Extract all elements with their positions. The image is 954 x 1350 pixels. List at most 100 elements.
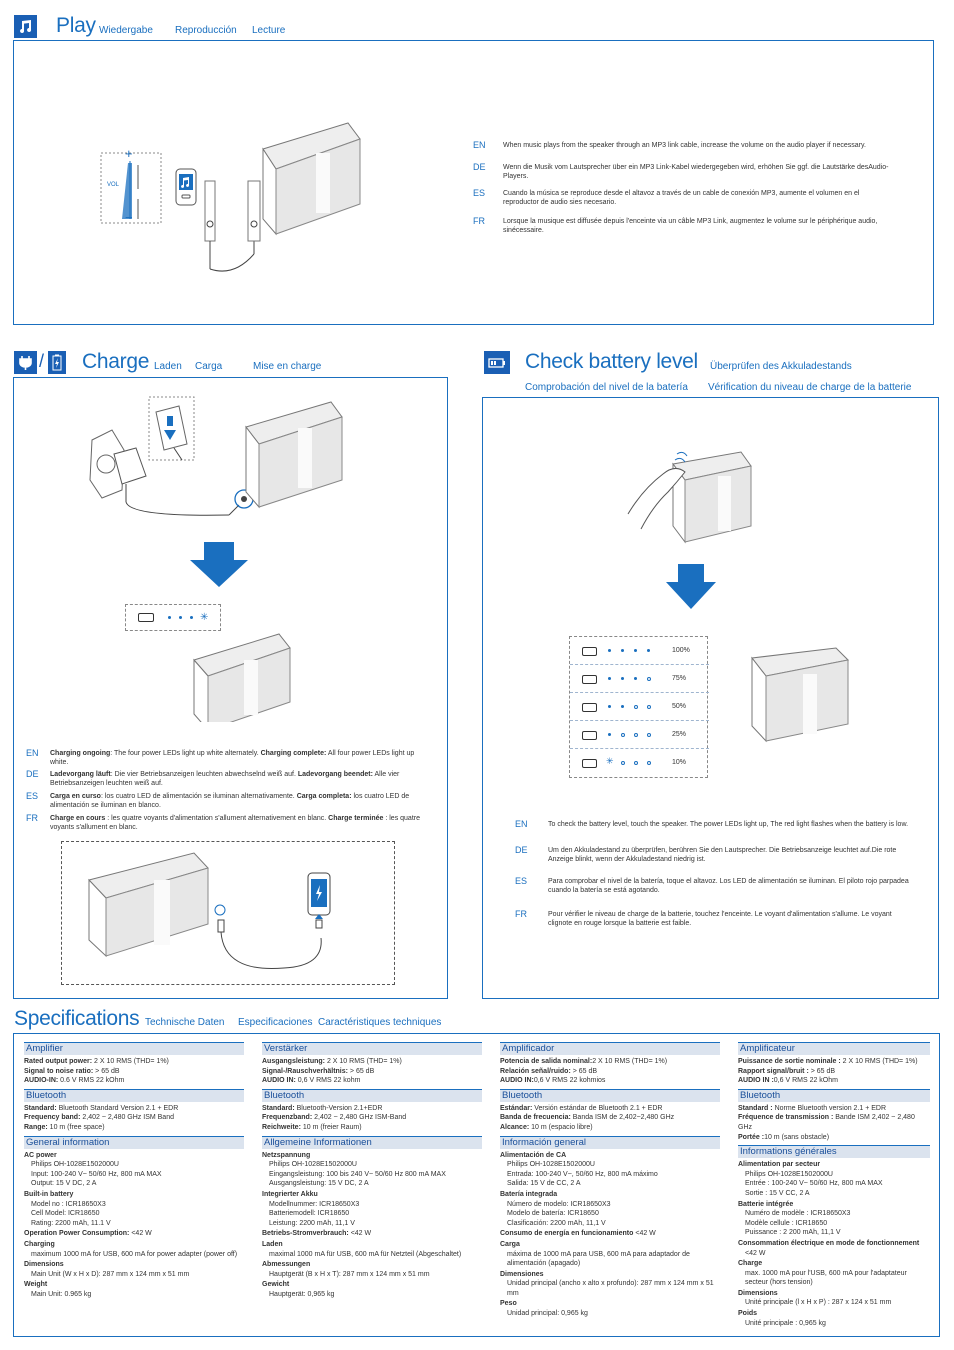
spec-item: Potencia de salida nominal:2 X 10 RMS (T… — [500, 1057, 720, 1067]
spec-value: Input: 100-240 V~ 50/60 Hz, 800 mA MAX — [31, 1170, 162, 1178]
spec-value: Batteriemodell: ICR18650 — [269, 1210, 350, 1218]
led-dot — [168, 616, 171, 619]
play-sub-fr: Lecture — [252, 25, 286, 36]
spec-value: 10 m (freier Raum) — [300, 1123, 362, 1131]
charge-sub-fr: Mise en charge — [253, 361, 322, 372]
spec-section-heading: Amplificateur — [738, 1042, 930, 1055]
charge-title: Charge — [82, 350, 150, 373]
spec-value: 10 m (sans obstacle) — [764, 1133, 830, 1141]
lang-code: FR — [515, 909, 527, 919]
spec-value: > 65 dB — [93, 1067, 120, 1075]
spec-value: Numéro de modèle : ICR18650X3 — [745, 1210, 851, 1218]
spec-section-heading: General information — [24, 1135, 244, 1149]
spec-value: 0,6 V RMS 22 kohmios — [533, 1077, 606, 1085]
spec-value: Main Unit: 0.965 kg — [31, 1290, 92, 1298]
bold-label: Ladevorgang beendet: — [297, 771, 373, 778]
spec-label: Relación señal/ruido: — [500, 1067, 571, 1075]
battery-sub-de: Überprüfen des Akkuladestands — [710, 361, 852, 372]
charge-sub-de: Laden — [154, 361, 182, 372]
battery-outline-icon — [582, 675, 597, 684]
led-dot — [647, 649, 650, 652]
lang-code: DE — [473, 162, 486, 172]
spec-label: Batterie intégrée — [738, 1200, 794, 1208]
instruction-text: When music plays from the speaker throug… — [503, 142, 866, 149]
battery-sub-es: Comprobación del nivel de la batería — [525, 382, 688, 393]
spec-value: Philips OH-1028E1502000U — [745, 1170, 833, 1178]
instruction-text: Cuando la música se reproduce desde el a… — [503, 190, 860, 206]
instruction-text: Carga en curso: los cuatro LED de alimen… — [50, 792, 420, 810]
play-title: Play — [56, 14, 96, 37]
spec-value: max. 1000 mA pour l'USB, 600 mA pour l'a… — [745, 1269, 907, 1287]
spec-item: Rated output power: 2 X 10 RMS (THD= 1%) — [24, 1057, 244, 1067]
battery-level-percent: 10% — [672, 759, 687, 766]
spec-section-heading: Bluetooth — [262, 1088, 482, 1102]
lang-code: ES — [26, 791, 39, 801]
battery-level-row: 100% — [570, 639, 709, 665]
spec-item: Fréquence de transmission : Bande ISM 2,… — [738, 1113, 930, 1132]
battery-level-table: 100%75%50%25%✳10% — [569, 636, 709, 778]
spec-value: Unité principale (l x H x P) : 287 x 124… — [745, 1299, 892, 1307]
slash-divider: / — [39, 351, 45, 371]
lang-code: EN — [473, 140, 486, 150]
spec-label: Reichweite: — [262, 1123, 301, 1131]
spec-value: Ausgangsleistung: 15 V DC, 2 A — [269, 1180, 369, 1188]
led-dot — [608, 705, 611, 708]
spec-value: 2 X 10 RMS (THD= 1%) — [325, 1058, 402, 1065]
spec-value: 0,6 V RMS 22 kohm — [295, 1077, 361, 1085]
led-dot — [608, 649, 611, 652]
spec-value: Model no : ICR18650X3 — [31, 1200, 106, 1208]
spec-section-heading: Amplificador — [500, 1042, 720, 1055]
led-flash-icon: ✳ — [200, 612, 209, 623]
battery-level-row: 25% — [570, 723, 709, 749]
spec-label: Frequenzband: — [262, 1114, 313, 1122]
spec-label: Alcance: — [500, 1123, 530, 1131]
spec-item: Operation Power Consumption: <42 W — [24, 1229, 244, 1239]
plug-icon — [14, 351, 37, 374]
battery-speaker-illustration — [751, 647, 850, 743]
spec-value: Eingangsleistung: 100 bis 240 V~ 50/60 H… — [269, 1170, 446, 1178]
led-dot — [634, 705, 638, 709]
spec-item: Frequenzband: 2,402 ~ 2,480 GHz ISM-Band — [262, 1113, 482, 1123]
spec-label: Rapport signal/bruit : — [738, 1067, 809, 1075]
led-dot — [634, 761, 638, 765]
spec-value: Norme Bluetooth version 2.1 + EDR — [772, 1104, 887, 1112]
lang-code: ES — [473, 188, 486, 198]
spec-item: Rapport signal/bruit : > 65 dB — [738, 1067, 930, 1077]
led-dot — [634, 733, 638, 737]
spec-value: 2 X 10 RMS (THD= 1%) — [592, 1058, 668, 1065]
spec-section-heading: Bluetooth — [500, 1088, 720, 1102]
spec-label: Consumo de energía en funcionamiento — [500, 1230, 634, 1238]
spec-item: Consumo de energía en funcionamiento <42… — [500, 1229, 720, 1239]
spec-item: AUDIO IN :0,6 V RMS 22 kOhm — [738, 1076, 930, 1086]
led-dot — [190, 616, 193, 619]
battery-outline-icon — [582, 731, 597, 740]
instruction-text: Charge en cours : les quatre voyants d'a… — [50, 814, 420, 832]
spec-value: Entrée : 100-240 V~ 50/60 Hz, 800 mA MAX — [745, 1180, 883, 1188]
battery-level-percent: 100% — [672, 647, 690, 654]
spec-label: Range: — [24, 1123, 48, 1131]
spec-item: Banda de frecuencia: Banda ISM de 2,402~… — [500, 1113, 720, 1123]
led-dot — [647, 705, 651, 709]
lang-code: DE — [515, 845, 528, 855]
spec-section-heading: Verstärker — [262, 1042, 482, 1055]
charge-sub-es: Carga — [195, 361, 223, 372]
spec-label: AUDIO IN : — [738, 1077, 774, 1085]
spec-value: 2,402 ~ 2,480 GHz ISM-Band — [312, 1114, 407, 1122]
spec-section-heading: Información general — [500, 1135, 720, 1149]
text: los cuatro LED de alimentación se ilumin… — [50, 793, 410, 809]
specs-sub-de: Technische Daten — [145, 1017, 225, 1028]
spec-section-heading: Amplifier — [24, 1042, 244, 1055]
spec-value: Cell Model: ICR18650 — [31, 1210, 100, 1218]
spec-value: Output: 15 V DC, 2 A — [31, 1180, 97, 1188]
led-dot — [647, 677, 651, 681]
spec-item: Puissance de sortie nominale : 2 X 10 RM… — [738, 1057, 930, 1067]
lang-code: FR — [26, 813, 38, 823]
bold-label: Carga en curso — [50, 793, 101, 800]
battery-level-percent: 25% — [672, 731, 687, 738]
vol-minus-icon: − — [125, 210, 133, 225]
spec-label: Rated output power: — [24, 1058, 93, 1065]
spec-label: Banda de frecuencia: — [500, 1114, 571, 1122]
spec-value: Bluetooth-Version 2.1+EDR — [294, 1104, 383, 1112]
led-indicator-strip: ✳ — [125, 604, 221, 631]
